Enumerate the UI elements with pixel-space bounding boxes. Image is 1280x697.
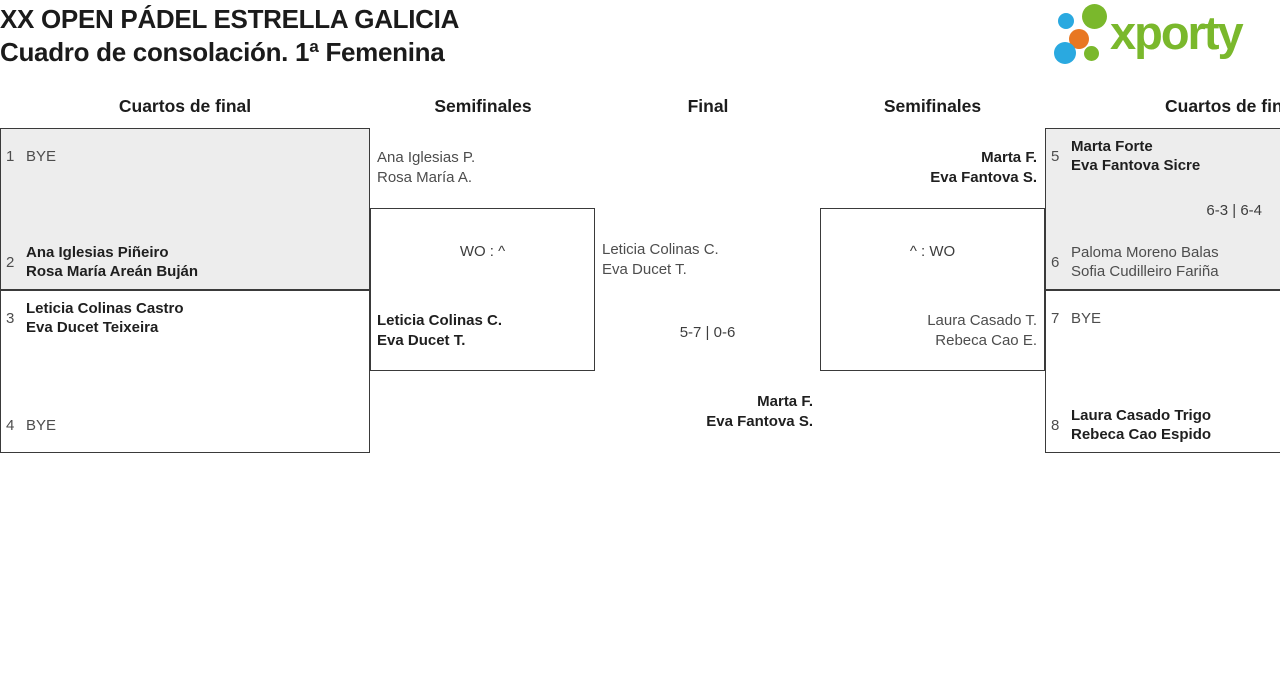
team-line-2: Eva Fantova Sicre [1071, 157, 1201, 174]
round-header-semifinals-right: Semifinales [883, 96, 982, 116]
team-line-2: Eva Ducet T. [602, 261, 687, 278]
sf-left-score: WO : ^ [459, 243, 506, 260]
team-names: Laura Casado Trigo Rebeca Cao Espido [1071, 406, 1211, 444]
seed-number: 7 [1051, 309, 1060, 327]
team-bye: BYE [26, 416, 56, 435]
bracket-entry-seed-7: 7 BYE [1051, 299, 1273, 337]
final-bottom-team[interactable]: Marta F. Eva Fantova S. [595, 392, 813, 432]
seed-number: 6 [1051, 253, 1060, 271]
logo-dot-green-big-icon [1082, 4, 1107, 29]
tournament-title: XX OPEN PÁDEL ESTRELLA GALICIA [0, 4, 460, 34]
final-top-team[interactable]: Leticia Colinas C. Eva Ducet T. [602, 240, 719, 280]
team-line-2: Rebeca Cao E. [935, 332, 1037, 349]
team-line-2: Eva Fantova S. [706, 413, 813, 430]
bracket-subtitle: Cuadro de consolación. 1ª Femenina [0, 37, 445, 67]
match-box-qf-right-top [1045, 128, 1280, 290]
team-line-1: Paloma Moreno Balas [1071, 244, 1219, 261]
round-header-quarterfinals-left: Cuartos de final [118, 96, 252, 116]
team-bye: BYE [1071, 309, 1101, 328]
team-line-2: Sofia Cudilleiro Fariña [1071, 263, 1219, 280]
team-line-1: BYE [1071, 309, 1102, 327]
team-line-1: Ana Iglesias P. [377, 149, 476, 166]
team-line-1: BYE [26, 416, 57, 434]
bracket-entry-seed-8[interactable]: 8 Laura Casado Trigo Rebeca Cao Espido [1051, 406, 1273, 444]
match-box-sf-left [370, 208, 595, 371]
bracket-entry-seed-3[interactable]: 3 Leticia Colinas Castro Eva Ducet Teixe… [6, 299, 364, 337]
team-line-2: Rebeca Cao Espido [1071, 426, 1212, 443]
match-box-qf-left-bottom [0, 290, 370, 453]
team-line-1: Leticia Colinas C. [377, 312, 503, 329]
team-names: Paloma Moreno Balas Sofia Cudilleiro Far… [1071, 243, 1219, 281]
seed-number: 3 [6, 309, 15, 327]
team-line-2: Eva Fantova S. [930, 169, 1037, 186]
bracket-entry-seed-5[interactable]: 5 Marta Forte Eva Fantova Sicre [1051, 137, 1273, 175]
round-header-quarterfinals-right: Cuartos de final [1165, 96, 1280, 116]
bracket-entry-seed-6[interactable]: 6 Paloma Moreno Balas Sofia Cudilleiro F… [1051, 243, 1273, 281]
team-names: Ana Iglesias Piñeiro Rosa María Areán Bu… [26, 243, 198, 281]
team-line-1: Leticia Colinas Castro [26, 300, 184, 317]
team-line-1: Laura Casado T. [927, 312, 1037, 329]
seed-number: 8 [1051, 416, 1060, 434]
sf-right-bottom-team[interactable]: Laura Casado T. Rebeca Cao E. [820, 311, 1037, 351]
xporty-logo-text: xporty [1110, 6, 1244, 59]
team-line-1: Laura Casado Trigo [1071, 407, 1212, 424]
team-line-1: Marta F. [981, 149, 1037, 166]
sf-left-top-team[interactable]: Ana Iglesias P. Rosa María A. [377, 148, 475, 188]
qf-right-top-score: 6-3 | 6-4 [1206, 202, 1262, 219]
round-header-semifinals-left: Semifinales [434, 96, 532, 116]
logo-dot-blue-big-icon [1054, 42, 1076, 64]
team-line-1: Ana Iglesias Piñeiro [26, 244, 169, 261]
bracket-entry-seed-1: 1 BYE [6, 137, 364, 175]
seed-number: 2 [6, 253, 15, 271]
seed-number: 4 [6, 416, 15, 434]
match-box-qf-left-top [0, 128, 370, 290]
team-line-2: Rosa María A. [377, 169, 473, 186]
sf-right-score: ^ : WO [909, 243, 956, 260]
logo-dot-orange-icon [1069, 29, 1089, 49]
match-box-sf-right [820, 208, 1045, 371]
team-line-2: Rosa María Areán Buján [26, 263, 198, 280]
bracket-entry-seed-4: 4 BYE [6, 406, 364, 444]
match-box-qf-right-bottom [1045, 290, 1280, 453]
round-header-final: Final [687, 96, 729, 116]
team-names: Leticia Colinas Castro Eva Ducet Teixeir… [26, 299, 184, 337]
seed-number: 1 [6, 147, 15, 165]
team-bye: BYE [26, 147, 56, 166]
logo-dot-green-small-icon [1084, 46, 1099, 61]
seed-number: 5 [1051, 147, 1060, 165]
sf-left-bottom-team[interactable]: Leticia Colinas C. Eva Ducet T. [377, 311, 502, 351]
page-title: XX OPEN PÁDEL ESTRELLA GALICIA Cuadro de… [0, 3, 459, 69]
team-line-1: Marta Forte [1071, 138, 1153, 155]
team-line-2: Eva Ducet Teixeira [26, 319, 159, 336]
xporty-logo[interactable]: xporty [1048, 0, 1280, 75]
team-line-1: Marta F. [757, 393, 813, 410]
team-line-2: Eva Ducet T. [377, 332, 466, 349]
team-line-1: BYE [26, 147, 57, 165]
team-line-1: Leticia Colinas C. [602, 241, 719, 258]
team-names: Marta Forte Eva Fantova Sicre [1071, 137, 1200, 175]
bracket-entry-seed-2[interactable]: 2 Ana Iglesias Piñeiro Rosa María Areán … [6, 243, 364, 281]
sf-right-top-team[interactable]: Marta F. Eva Fantova S. [820, 148, 1037, 188]
logo-dot-blue-small-icon [1058, 13, 1074, 29]
final-score: 5-7 | 0-6 [679, 324, 736, 341]
